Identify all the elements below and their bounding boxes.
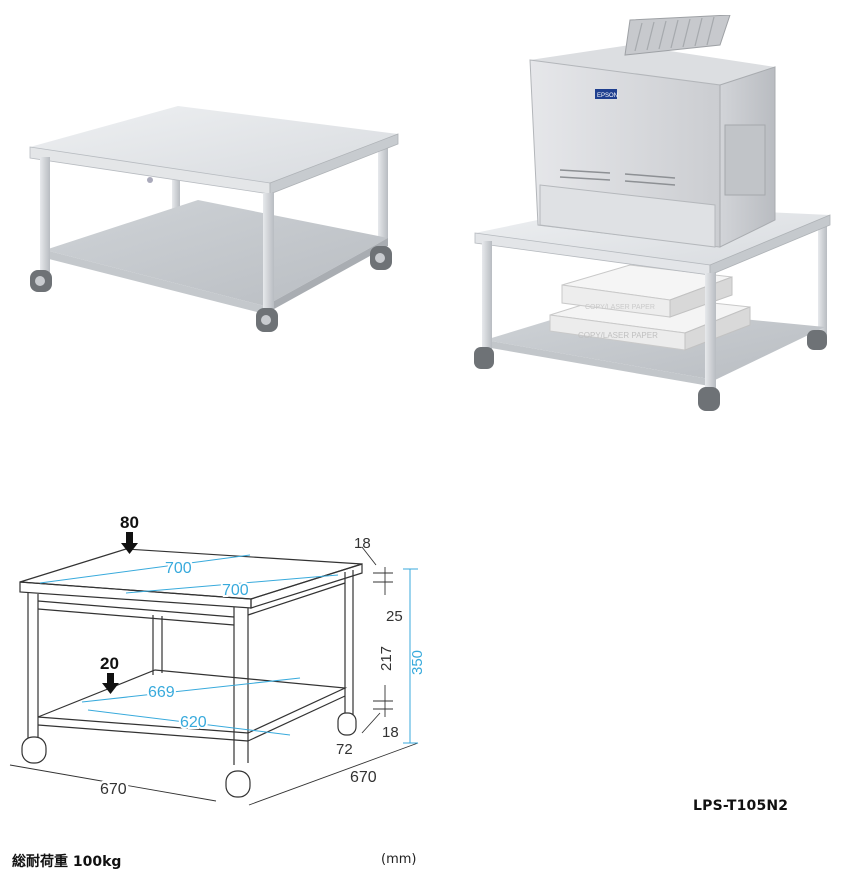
shelf-width-label: 620 (180, 714, 207, 731)
printer: EPSON (529, 15, 776, 248)
printer-stand-empty-photo (29, 106, 399, 332)
load-capacity: 総耐荷重 100kg (12, 854, 122, 870)
top-thickness-label: 18 (354, 535, 371, 552)
svg-text:COPY/LASER PAPER: COPY/LASER PAPER (578, 331, 658, 340)
total-height-label: 350 (409, 650, 426, 675)
svg-text:COPY/LASER PAPER: COPY/LASER PAPER (585, 304, 655, 311)
caster-height-label: 72 (336, 741, 353, 758)
shelf-load-label: 20 (100, 654, 119, 673)
top-depth-label: 700 (165, 560, 192, 577)
upper-gap-label: 25 (386, 608, 403, 625)
shelf-depth-label: 669 (148, 684, 175, 701)
model-number: LPS-T105N2 (693, 798, 789, 814)
printer-stand-with-printer-photo: COPY/LASER PAPER COPY/LASER PAPER EPSON (474, 15, 831, 411)
unit-label: (mm) (381, 852, 417, 867)
top-load-label: 80 (120, 513, 139, 532)
top-width-label: 700 (222, 582, 249, 599)
dimension-diagram: 80 20 700 700 669 620 670 670 18 25 217 … (9, 513, 426, 806)
svg-text:EPSON: EPSON (597, 93, 618, 99)
overall-width-label: 670 (100, 781, 127, 798)
shelf-thickness-label: 18 (382, 724, 399, 741)
paper-reams: COPY/LASER PAPER COPY/LASER PAPER (549, 264, 751, 351)
middle-height-label: 217 (378, 646, 395, 671)
overall-depth-label: 670 (350, 769, 377, 786)
